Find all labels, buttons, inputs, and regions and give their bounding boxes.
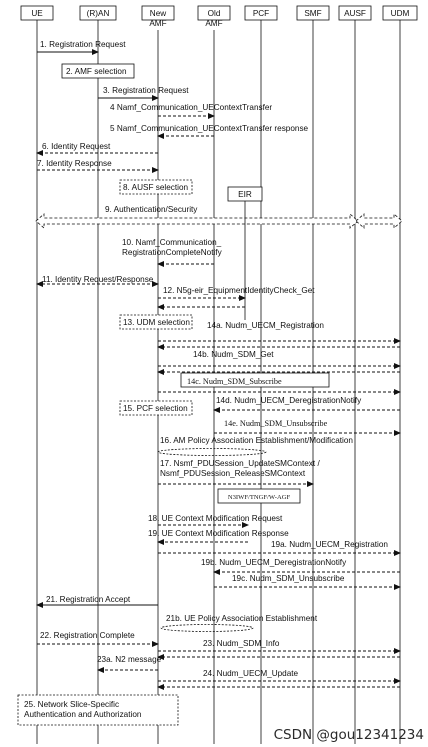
step-box xyxy=(119,179,193,195)
policy-band xyxy=(157,448,267,456)
msg-label: 17. Nsmf_PDUSession_UpdateSMContext /Nsm… xyxy=(160,459,320,478)
msg-label: 8. AUSF selection xyxy=(123,183,189,192)
msg-label: 23. Nudm_SDM_Info xyxy=(203,639,280,648)
step-box xyxy=(119,314,193,330)
participant-label: UDM xyxy=(391,9,410,18)
step-box xyxy=(17,694,179,726)
msg-label: 15. PCF selection xyxy=(123,404,188,413)
msg-label: 18. UE Context Modification Request xyxy=(148,514,283,523)
msg-label: 12. N5g-eir_EquipmentIdentityCheck_Get xyxy=(163,286,315,295)
msg-label: 14a. Nudm_UECM_Registration xyxy=(207,321,324,330)
msg-label: 14e. Nudm_SDM_Unsubscribe xyxy=(224,419,328,428)
msg-label: 10. Namf_Communication_RegistrationCompl… xyxy=(122,238,223,257)
auth-band xyxy=(355,213,403,229)
step-box xyxy=(119,400,193,416)
msg-label: 19. UE Context Modification Response xyxy=(148,529,289,538)
watermark: CSDN @gou12341234 xyxy=(274,727,424,743)
participant-label: AUSF xyxy=(344,9,366,18)
msg-label: 16. AM Policy Association Establishment/… xyxy=(160,436,353,445)
policy-band xyxy=(160,624,254,632)
participant-label: AMF xyxy=(205,19,222,28)
participant-box xyxy=(197,5,231,21)
msg-label: 13. UDM selection xyxy=(123,318,190,327)
msg-label: 6. Identity Request xyxy=(42,142,111,151)
msg-label: 14c. Nudm_SDM_Subscribe xyxy=(187,377,282,386)
participant-label: Old xyxy=(208,9,221,18)
msg-label: 4 Namf_Communication_UEContextTransfer xyxy=(110,103,272,112)
step-box xyxy=(180,372,330,388)
participant-label: SMF xyxy=(304,9,321,18)
msg-label: 19c. Nudm_SDM_Unsubscribe xyxy=(232,574,345,583)
participant-label: AMF xyxy=(149,19,166,28)
participant-label: New xyxy=(150,9,166,18)
participant-label: (R)AN xyxy=(87,9,110,18)
msg-label: 9. Authentication/Security xyxy=(105,205,198,214)
participant-label: PCF xyxy=(253,9,269,18)
eir-label: EIR xyxy=(238,190,252,199)
msg-label: 21. Registration Accept xyxy=(46,595,131,604)
msg-label: 5 Namf_Communication_UEContextTransfer r… xyxy=(110,124,309,133)
msg-label: 21b. UE Policy Association Establishment xyxy=(166,614,318,623)
msg-label: 3. Registration Request xyxy=(103,86,189,95)
n3iwf-box xyxy=(217,488,301,504)
participant-box xyxy=(141,5,175,21)
msg-label: 24. Nudm_UECM_Update xyxy=(203,669,299,678)
auth-band xyxy=(35,213,359,229)
msg-label: 22. Registration Complete xyxy=(40,631,135,640)
msg-label: 1. Registration Request xyxy=(40,40,126,49)
msg-label: 7. Identity Response xyxy=(37,159,112,168)
n3iwf-label: N3IWF/TNGF/W-AGF xyxy=(228,494,291,501)
msg-label: 23a. N2 message xyxy=(97,655,162,664)
msg-label: 11. Identity Request/Response xyxy=(42,275,154,284)
msg-label: 19b. Nudm_UECM_DeregistrationNotify xyxy=(201,558,347,567)
msg-label: 14b. Nudm_SDM_Get xyxy=(193,350,274,359)
msg-label: 2. AMF selection xyxy=(66,67,127,76)
step-box xyxy=(61,63,135,79)
msg-label: 19a. Nudm_UECM_Registration xyxy=(271,540,388,549)
msg-label: 14d. Nudm_UECM_DeregistrationNotify xyxy=(216,396,362,405)
participant-label: UE xyxy=(31,9,43,18)
